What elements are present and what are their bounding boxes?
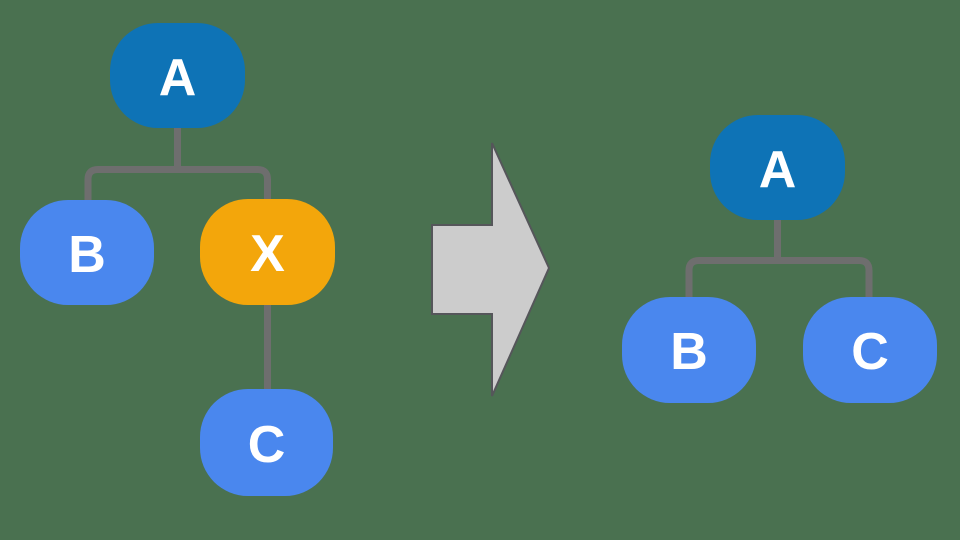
tree-node-before-b: B [20,200,154,305]
node-label: C [851,323,889,381]
node-label: A [158,48,197,107]
node-label: B [68,225,106,284]
node-label: X [250,225,285,283]
tree-node-after-b: B [622,297,756,403]
tree-node-after-c: C [803,297,937,403]
tree-node-before-x: X [200,199,335,305]
edge-after-a-to-b-and-c [685,257,873,303]
tree-node-before-a: A [110,23,245,128]
node-label: A [758,140,797,199]
node-label: B [670,323,708,381]
edge-before-a-to-b-and-x [84,166,271,206]
node-label: C [247,415,286,474]
tree-node-after-a: A [710,115,845,220]
transform-arrow-icon [431,142,551,397]
tree-node-before-c: C [200,389,333,496]
